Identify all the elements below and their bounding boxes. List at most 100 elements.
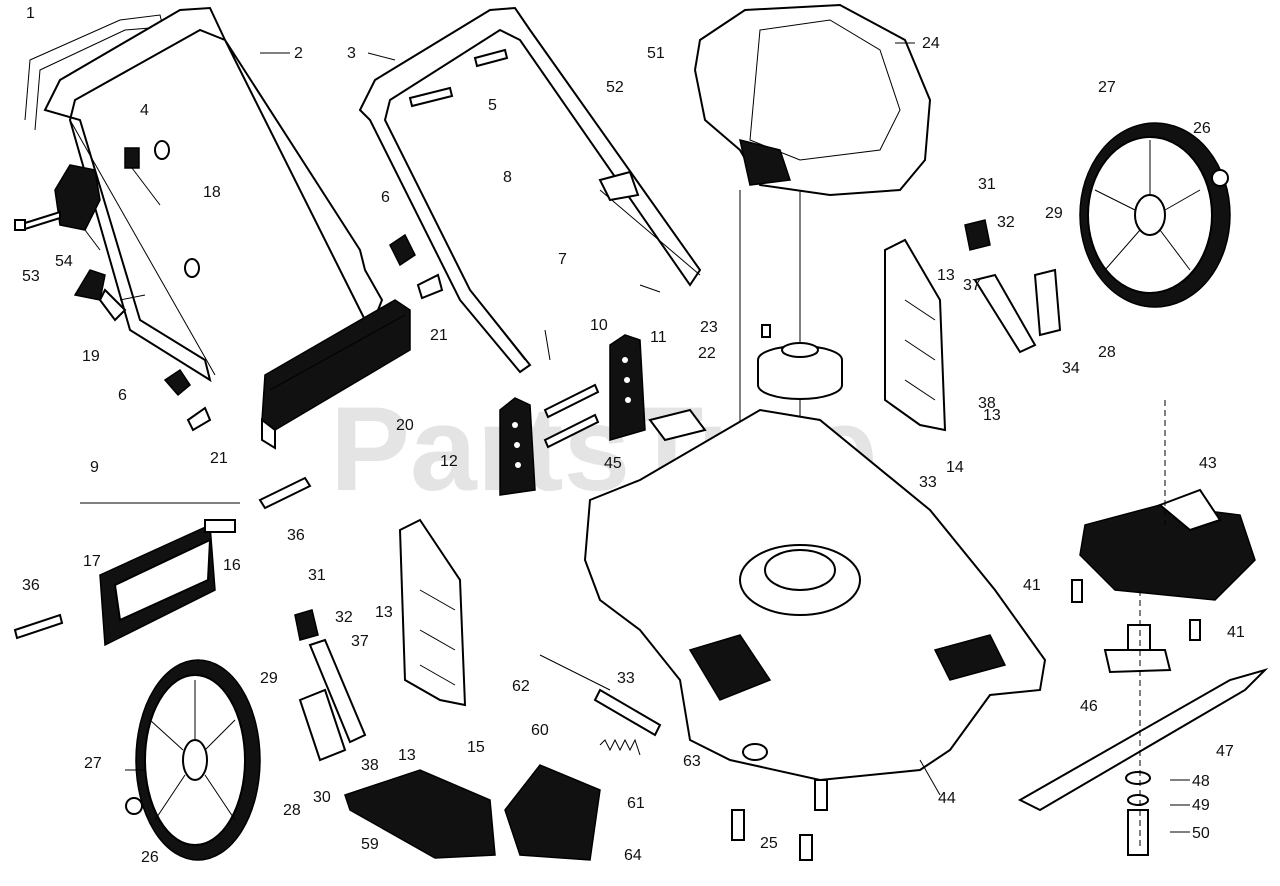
callout-26b: 26 <box>141 849 159 866</box>
callout-13a: 13 <box>937 267 955 284</box>
callout-31a: 31 <box>978 176 996 193</box>
callout-22: 22 <box>698 345 716 362</box>
callout-19: 19 <box>82 348 100 365</box>
nut-63 <box>742 743 768 761</box>
callout-3: 1 <box>26 5 35 22</box>
callout-50: 50 <box>1192 825 1210 842</box>
callout-32b: 32 <box>335 609 353 626</box>
callout-45: 45 <box>604 455 622 472</box>
callout-7: 7 <box>558 251 567 268</box>
callout-49: 49 <box>1192 797 1210 814</box>
callout-28b: 28 <box>283 802 301 819</box>
bolt-53 <box>14 210 61 231</box>
callout-2: 3 <box>347 45 356 62</box>
callout-6b: 6 <box>118 387 127 404</box>
wheel-bracket-34 <box>1033 268 1062 337</box>
callout-17: 17 <box>83 553 101 570</box>
washers-48-49-50 <box>1125 771 1151 856</box>
key-23 <box>761 324 771 338</box>
callout-15: 15 <box>467 739 485 756</box>
callout-23: 23 <box>700 319 718 336</box>
deck-44 <box>583 408 1047 782</box>
callout-38b: 38 <box>361 757 379 774</box>
lever-arm-32 <box>308 273 1037 744</box>
callout-51: 51 <box>647 45 665 62</box>
callout-37a: 37 <box>963 277 981 294</box>
callout-6: 6 <box>381 189 390 206</box>
rod-62 <box>539 654 611 691</box>
knob-8 <box>598 170 640 202</box>
callout-16: 16 <box>223 557 241 574</box>
nut-26 <box>125 169 1229 815</box>
callout-36a: 36 <box>287 527 305 544</box>
callout-41a: 41 <box>1023 577 1041 594</box>
callout-52: 52 <box>606 79 624 96</box>
callout-43: 43 <box>1199 455 1217 472</box>
pins-10 <box>543 383 600 449</box>
mulch-plug-43 <box>1079 488 1256 601</box>
callout-34: 34 <box>1062 360 1080 377</box>
callout-59: 59 <box>361 836 379 853</box>
engine-24 <box>693 3 932 600</box>
callout-29b: 29 <box>260 670 278 687</box>
upper-handle-1 <box>43 6 384 383</box>
callout-4: 4 <box>140 102 149 119</box>
cable-clip-4 <box>124 147 161 206</box>
bolt-36 <box>13 476 312 640</box>
callout-33b: 33 <box>617 670 635 687</box>
callout-24: 24 <box>922 35 940 52</box>
callout-38a: 38 <box>978 395 996 412</box>
callout-41b: 41 <box>1227 624 1245 641</box>
bolt-21 <box>186 273 444 432</box>
pulley-22 <box>757 342 843 400</box>
callout-63: 63 <box>683 753 701 770</box>
callout-21a: 21 <box>430 327 448 344</box>
blade-adapter-46 <box>1103 624 1172 674</box>
spring-61 <box>599 738 641 756</box>
callout-61: 61 <box>627 795 645 812</box>
grass-bag-frame-20 <box>261 299 411 450</box>
callout-62: 62 <box>512 678 530 695</box>
callout-labels: 1 2 3 4 5 6 6 7 8 9 10 11 12 13 13 13 13… <box>22 5 1245 866</box>
discharge-chute-59 <box>344 769 496 859</box>
wheel-27-front <box>135 659 261 861</box>
bolts-25 <box>731 779 828 861</box>
callout-13d: 13 <box>398 747 416 764</box>
callout-48: 48 <box>1192 773 1210 790</box>
callout-64: 64 <box>624 847 642 864</box>
callout-28a: 28 <box>1098 344 1116 361</box>
clips-7 <box>544 284 661 361</box>
callout-21b: 21 <box>210 450 228 467</box>
callout-32a: 32 <box>997 214 1015 231</box>
callout-20: 20 <box>396 417 414 434</box>
side-cover-64 <box>504 764 601 861</box>
grip-31 <box>294 219 991 641</box>
callout-11: 11 <box>650 329 667 346</box>
callout-53: 53 <box>22 268 40 285</box>
callout-1: 2 <box>294 45 303 62</box>
callout-29a: 29 <box>1045 205 1063 222</box>
height-adjuster-15 <box>398 518 467 707</box>
callout-33a: 33 <box>919 474 937 491</box>
callout-10: 10 <box>590 317 608 334</box>
rod-60 <box>593 688 662 737</box>
bracket-12 <box>499 397 536 496</box>
callout-18: 18 <box>203 184 221 201</box>
callout-13c: 13 <box>375 604 393 621</box>
callout-27b: 27 <box>84 755 102 772</box>
bracket-11 <box>609 334 646 441</box>
callout-31b: 31 <box>308 567 326 584</box>
knob-19 <box>73 269 146 322</box>
callout-27a: 27 <box>1098 79 1116 96</box>
callout-5: 5 <box>488 97 497 114</box>
callout-14: 14 <box>946 459 964 476</box>
wheel-27-rear <box>1079 122 1231 308</box>
callout-12: 12 <box>440 453 458 470</box>
wheel-bracket-30 <box>298 688 347 762</box>
callout-30: 30 <box>313 789 331 806</box>
nut-18 <box>154 140 200 278</box>
bolt-5 <box>408 48 509 108</box>
callout-9: 9 <box>90 459 99 476</box>
handle-bracket-54 <box>54 164 101 251</box>
